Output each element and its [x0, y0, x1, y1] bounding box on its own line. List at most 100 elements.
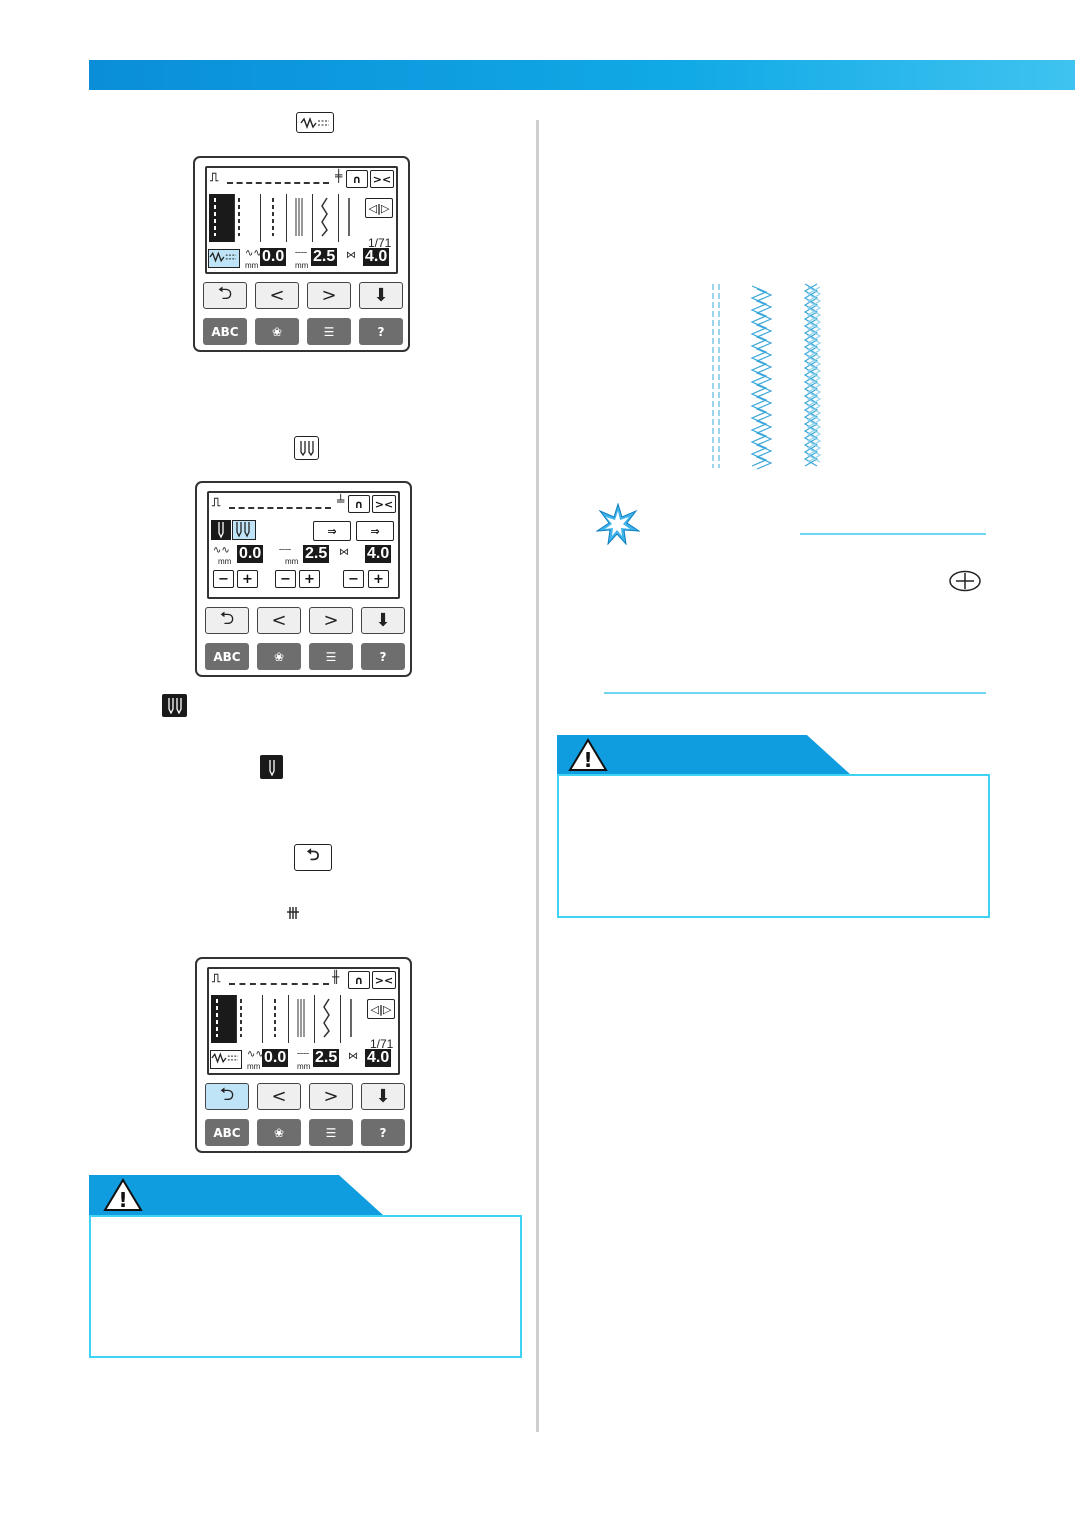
start-point-key[interactable]: ⇒ [313, 521, 351, 541]
unit-label: mm [218, 557, 232, 566]
page-number: 1/71 [370, 1037, 394, 1051]
thread-cutter-key[interactable]: >< [372, 495, 396, 513]
tension-value: 4.0 [363, 248, 390, 266]
utility-stitch-key[interactable] [210, 1050, 242, 1069]
back-button[interactable]: ⮌ [205, 607, 249, 634]
mirror-key[interactable]: ◁|▷ [367, 999, 395, 1019]
width-value: 0.0 [260, 248, 287, 266]
note-bottom-rule [604, 692, 986, 694]
note-icon [596, 503, 640, 545]
needle-position-icon [949, 570, 981, 592]
embroidery-button[interactable]: ❀ [257, 1119, 301, 1146]
next-button[interactable]: > [309, 1083, 353, 1110]
length-minus-button[interactable]: − [275, 570, 296, 588]
prev-button[interactable]: < [255, 282, 299, 309]
next-button[interactable]: > [309, 607, 353, 634]
embroidery-button[interactable]: ❀ [257, 643, 301, 670]
settings-button[interactable]: ☰ [309, 643, 353, 670]
stitch-straight-left[interactable] [211, 995, 237, 1043]
stitch-stem[interactable] [313, 194, 339, 242]
warning-triangle-icon: ! [568, 738, 608, 772]
stitch-straight-left[interactable] [209, 194, 235, 242]
memory-button[interactable]: ⬇ [359, 282, 403, 309]
pattern-type-button[interactable]: ABC [205, 1119, 249, 1146]
tension-icon: ⋈ [346, 250, 356, 261]
width-minus-button[interactable]: − [213, 570, 234, 588]
tension-minus-button[interactable]: − [343, 570, 364, 588]
twin-needle-stitch-samples [712, 283, 822, 470]
tension-plus-button[interactable]: + [368, 570, 389, 588]
twin-needle-indicator-icon [286, 906, 300, 924]
pattern-type-button[interactable]: ABC [205, 643, 249, 670]
memory-button[interactable]: ⬇ [361, 607, 405, 634]
twin-needle-key[interactable] [232, 520, 256, 540]
unit-label: mm [295, 261, 309, 270]
stitch-pattern-list[interactable] [209, 194, 359, 242]
reverse-stitch-key[interactable]: ∩ [348, 971, 370, 989]
next-button[interactable]: > [307, 282, 351, 309]
utility-stitch-key-selected[interactable] [208, 249, 240, 268]
warning-symbol: ! [118, 1188, 127, 1212]
width-value: 0.0 [262, 1049, 289, 1067]
utility-stitch-icon [296, 112, 334, 133]
stitch-stem[interactable] [315, 995, 341, 1043]
length-plus-button[interactable]: + [299, 570, 320, 588]
length-icon: ┄┄ [279, 545, 292, 556]
lcd-panel-utility: ⎍ ╪ ∩ >< ◁|▷ 1/71 ∿∿ mm 0.0 ┄┄ mm 2.5 ⋈ … [193, 156, 410, 352]
back-button[interactable]: ⮌ [203, 282, 247, 309]
prev-button[interactable]: < [257, 607, 301, 634]
zigzag-width-icon: ∿∿ [213, 545, 230, 556]
caution-box [89, 1215, 522, 1358]
lcd-screen: ⎍ ╪ ∩ >< ◁|▷ 1/71 ∿∿ mm 0.0 ┄┄ mm 2.5 ⋈ … [205, 166, 398, 274]
stitch-straight-center[interactable] [263, 995, 289, 1043]
unit-label: mm [245, 261, 259, 270]
unit-label: mm [247, 1062, 261, 1071]
settings-button[interactable]: ☰ [309, 1119, 353, 1146]
warning-symbol: ! [583, 748, 592, 772]
stitch-basting[interactable] [341, 995, 363, 1043]
single-needle-key[interactable] [211, 520, 231, 540]
header-bar [89, 60, 1075, 90]
stitch-pattern-list[interactable] [211, 995, 361, 1043]
thread-cutter-key[interactable]: >< [370, 170, 394, 188]
embroidery-button[interactable]: ❀ [255, 318, 299, 345]
help-button[interactable]: ? [361, 643, 405, 670]
needle-indicator-icon: ╪ [335, 169, 343, 183]
twin-needle-icon [294, 436, 319, 460]
presser-foot-icon: ⎍ [212, 495, 221, 509]
stitch-triple-stretch[interactable] [289, 995, 315, 1043]
prev-button[interactable]: < [257, 1083, 301, 1110]
width-plus-button[interactable]: + [237, 570, 258, 588]
stitch-straight-center[interactable] [261, 194, 287, 242]
thread-cutter-key[interactable]: >< [372, 971, 396, 989]
back-arrow-icon: ⮌ [294, 844, 332, 871]
help-button[interactable]: ? [361, 1119, 405, 1146]
help-button[interactable]: ? [359, 318, 403, 345]
caution-box [557, 774, 990, 918]
pattern-type-button[interactable]: ABC [203, 318, 247, 345]
lcd-screen: ⎍ ╧ ∩ >< ⇒ ⇒ ∿∿ mm 0.0 ┄┄ mm 2.5 ⋈ 4.0 −… [207, 491, 400, 599]
stitch-basting[interactable] [339, 194, 361, 242]
unit-label: mm [285, 557, 299, 566]
tension-value: 4.0 [365, 545, 392, 563]
settings-button[interactable]: ☰ [307, 318, 351, 345]
end-point-key[interactable]: ⇒ [356, 521, 394, 541]
memory-button[interactable]: ⬇ [361, 1083, 405, 1110]
stitch-straight-middle[interactable] [235, 194, 261, 242]
page-number: 1/71 [368, 236, 392, 250]
column-divider [536, 120, 539, 1432]
length-icon: ┄┄ [295, 248, 308, 259]
twin-needle-selected-icon [162, 694, 187, 717]
back-button[interactable]: ⮌ [205, 1083, 249, 1110]
stitch-straight-middle[interactable] [237, 995, 263, 1043]
mirror-key[interactable]: ◁|▷ [365, 198, 393, 218]
stitch-triple-stretch[interactable] [287, 194, 313, 242]
tension-icon: ⋈ [348, 1051, 358, 1062]
reverse-stitch-key[interactable]: ∩ [348, 495, 370, 513]
reverse-stitch-key[interactable]: ∩ [346, 170, 368, 188]
presser-foot-icon: ⎍ [210, 170, 219, 184]
tension-icon: ⋈ [339, 547, 349, 558]
note-top-rule [800, 533, 986, 535]
lcd-panel-twin-needle: ⎍ ╫ ∩ >< ◁|▷ 1/71 ∿∿ mm 0.0 ┄┄ mm 2.5 ⋈ … [195, 957, 412, 1153]
foot-indicator-line [229, 983, 329, 985]
